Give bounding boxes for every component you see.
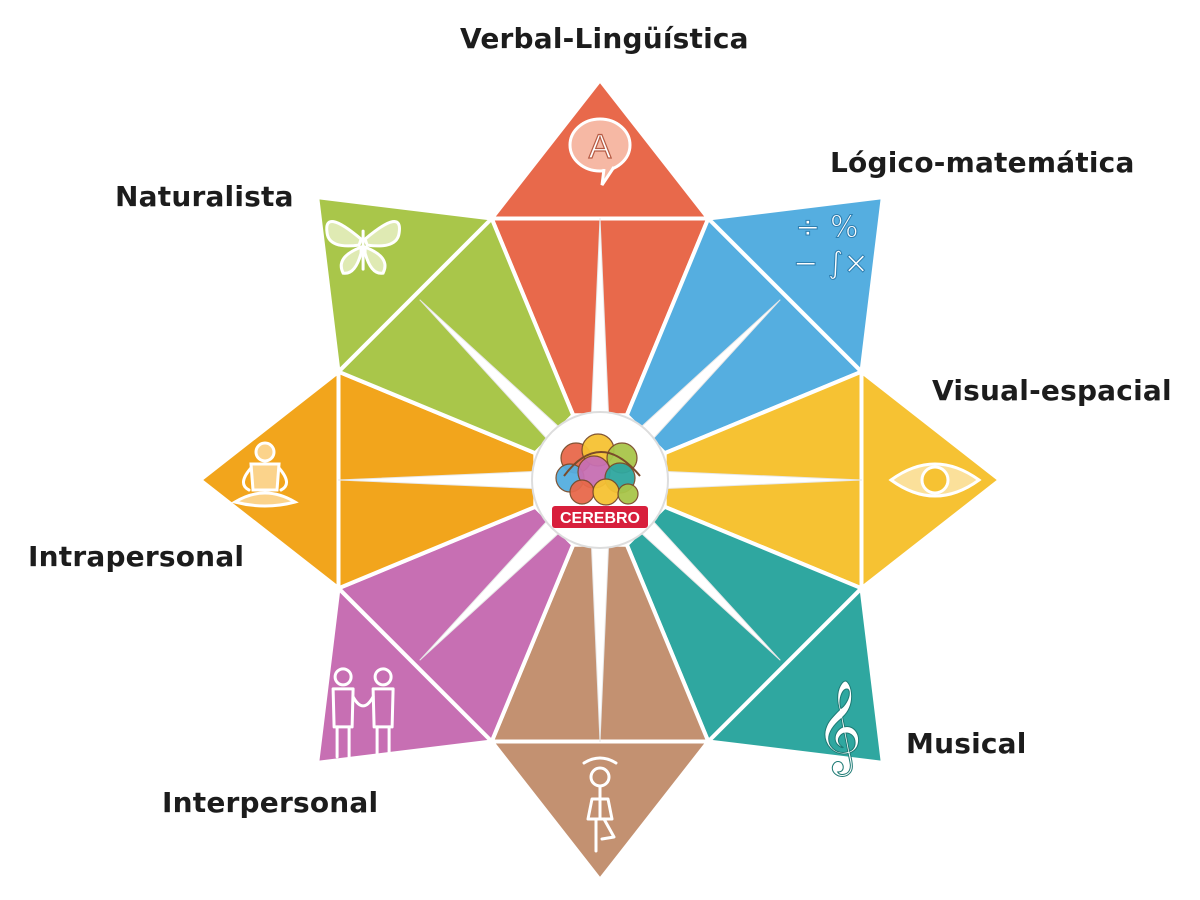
svg-text:− ∫×: − ∫× xyxy=(793,246,868,281)
cerebro-badge xyxy=(552,506,648,528)
label-naturalist: Naturalista xyxy=(115,180,294,213)
brain-icon xyxy=(555,433,641,506)
brain-lobe xyxy=(569,479,595,505)
label-visual: Visual-espacial xyxy=(932,374,1172,407)
math-symbols-icon: ÷ %− ∫× xyxy=(793,210,869,282)
label-verbal: Verbal-Lingüística xyxy=(460,22,749,55)
tip-interpersonal xyxy=(315,586,494,765)
svg-text:÷ %: ÷ % xyxy=(795,210,858,245)
svg-text:𝄞: 𝄞 xyxy=(815,679,862,776)
icons-group: A ÷ %− ∫× 𝄞 xyxy=(231,117,982,853)
compass-star xyxy=(337,217,863,743)
butterfly-icon xyxy=(325,220,401,275)
brain-center: CEREBRO xyxy=(531,411,669,549)
cerebro-label: CEREBRO xyxy=(560,510,640,527)
tip-musical xyxy=(706,586,885,765)
brain-lobe xyxy=(592,478,620,506)
label-interpersonal: Interpersonal xyxy=(162,786,379,819)
speech-bubble-letter-icon: A xyxy=(568,117,632,186)
eye-icon xyxy=(888,462,982,498)
tip-logical xyxy=(706,195,885,374)
two-people-icon xyxy=(331,667,395,759)
label-logical: Lógico-matemática xyxy=(830,146,1135,179)
meditation-icon xyxy=(231,441,299,508)
dancer-icon xyxy=(582,756,618,853)
brain-lobe xyxy=(617,483,639,505)
brain-outline xyxy=(563,451,641,477)
treble-clef-icon: 𝄞 xyxy=(815,678,863,776)
svg-text:A: A xyxy=(589,128,612,166)
label-musical: Musical xyxy=(906,727,1027,760)
label-intrapersonal: Intrapersonal xyxy=(28,540,245,573)
